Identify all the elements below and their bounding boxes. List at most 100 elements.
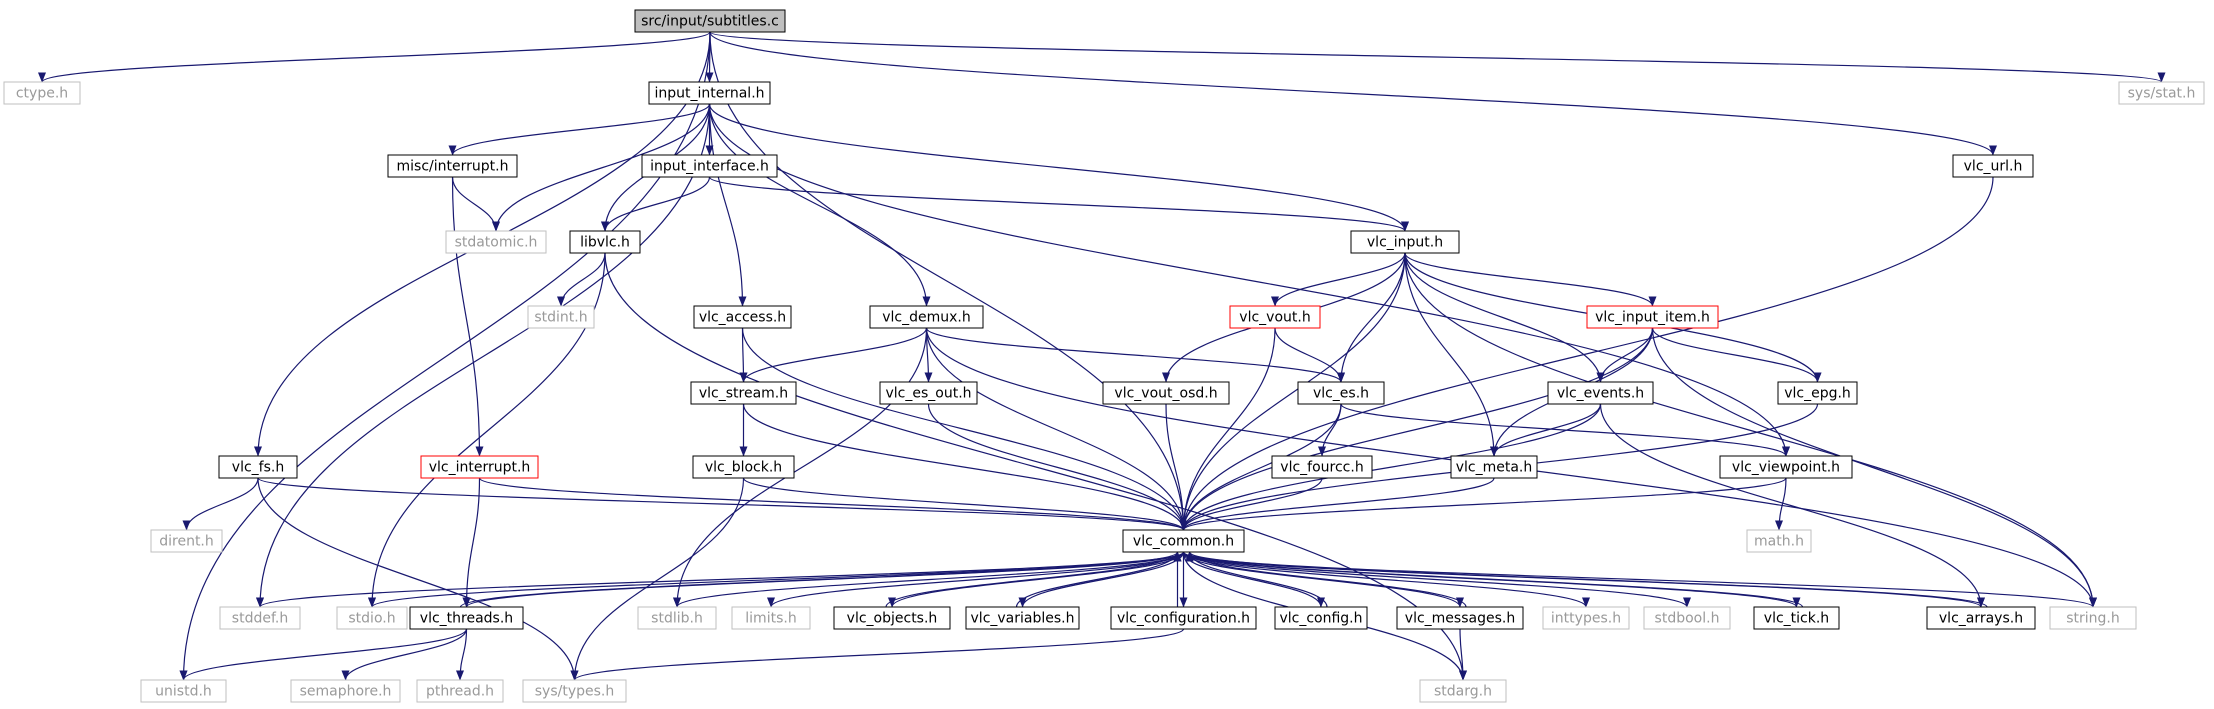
node-vlc-events[interactable]: vlc_events.h bbox=[1547, 381, 1654, 405]
node-vlc-config[interactable]: vlc_config.h bbox=[1274, 606, 1368, 630]
node-vlc-input[interactable]: vlc_input.h bbox=[1350, 230, 1460, 254]
node-stdbool[interactable]: stdbool.h bbox=[1643, 606, 1731, 630]
node-label: stdbool.h bbox=[1655, 611, 1720, 627]
edge-vlc_demux-to-vlc_common bbox=[925, 327, 1188, 531]
node-vlc-threads[interactable]: vlc_threads.h bbox=[409, 606, 524, 630]
node-vlc-demux[interactable]: vlc_demux.h bbox=[869, 305, 984, 329]
edge-subtitles-to-unistd bbox=[179, 31, 711, 681]
edge-vlc_meta-to-vlc_common bbox=[1179, 477, 1495, 531]
node-unistd[interactable]: unistd.h bbox=[140, 679, 227, 703]
edge-input_interface-to-vlc_input bbox=[708, 176, 1409, 232]
node-sys-types[interactable]: sys/types.h bbox=[522, 679, 627, 703]
node-box bbox=[150, 529, 223, 553]
node-box bbox=[1746, 529, 1812, 553]
node-stdio[interactable]: stdio.h bbox=[336, 606, 408, 630]
edge-vlc_common-to-stdlib bbox=[673, 551, 1185, 608]
edge-vlc_access-to-vlc_common bbox=[741, 327, 1188, 531]
edge-input_internal-to-vlc_demux bbox=[708, 103, 931, 307]
node-vlc-viewpoint[interactable]: vlc_viewpoint.h bbox=[1719, 455, 1853, 479]
edge-vlc_input-to-string bbox=[1404, 252, 2097, 608]
node-vlc-vout[interactable]: vlc_vout.h bbox=[1229, 305, 1321, 329]
edge-vlc_threads-to-semaphore bbox=[341, 628, 468, 681]
node-limits[interactable]: limits.h bbox=[731, 606, 811, 630]
edge-vlc_block-to-vlc_common bbox=[742, 477, 1188, 531]
node-vlc-es[interactable]: vlc_es.h bbox=[1297, 381, 1385, 405]
node-stdatomic[interactable]: stdatomic.h bbox=[445, 230, 547, 254]
node-vlc-block[interactable]: vlc_block.h bbox=[692, 455, 795, 479]
node-box bbox=[2118, 81, 2205, 105]
edge-vlc_url-to-vlc_common bbox=[1179, 176, 1994, 531]
node-box bbox=[869, 305, 984, 329]
node-label: vlc_es.h bbox=[1313, 386, 1369, 402]
node-stdlib[interactable]: stdlib.h bbox=[637, 606, 717, 630]
node-vlc-tick[interactable]: vlc_tick.h bbox=[1753, 606, 1840, 630]
edge-vlc_fs-to-dirent bbox=[182, 477, 259, 531]
node-box bbox=[693, 305, 792, 329]
node-label: inttypes.h bbox=[1551, 611, 1621, 627]
node-vlc-interrupt[interactable]: vlc_interrupt.h bbox=[420, 455, 539, 479]
node-libvlc[interactable]: libvlc.h bbox=[569, 230, 641, 254]
node-pthread[interactable]: pthread.h bbox=[416, 679, 504, 703]
node-box bbox=[965, 606, 1080, 630]
node-ctype[interactable]: ctype.h bbox=[3, 81, 81, 105]
edge-vlc_fourcc-to-vlc_common bbox=[1179, 477, 1323, 531]
edge-vlc_es-to-vlc_common bbox=[1179, 403, 1342, 531]
node-box bbox=[1419, 679, 1507, 703]
edge-vlc_vout-to-vlc_es bbox=[1274, 327, 1345, 383]
node-vlc-configuration[interactable]: vlc_configuration.h bbox=[1110, 606, 1257, 630]
node-box bbox=[1274, 606, 1368, 630]
node-inttypes[interactable]: inttypes.h bbox=[1542, 606, 1630, 630]
edge-vlc_common-to-stddef bbox=[256, 551, 1185, 608]
edge-vlc_viewpoint-to-math bbox=[1775, 477, 1787, 531]
node-misc-interrupt[interactable]: misc/interrupt.h bbox=[387, 154, 518, 178]
node-stddef[interactable]: stddef.h bbox=[219, 606, 301, 630]
node-vlc-messages[interactable]: vlc_messages.h bbox=[1396, 606, 1524, 630]
node-box bbox=[1122, 529, 1245, 553]
node-vlc-common[interactable]: vlc_common.h bbox=[1122, 529, 1245, 553]
node-math[interactable]: math.h bbox=[1746, 529, 1812, 553]
edge-vlc_config-to-vlc_common bbox=[1185, 551, 1328, 608]
node-stdarg[interactable]: stdarg.h bbox=[1419, 679, 1507, 703]
node-vlc-fourcc[interactable]: vlc_fourcc.h bbox=[1271, 455, 1373, 479]
edge-vlc_common-to-stdbool bbox=[1182, 551, 1691, 608]
node-box bbox=[690, 381, 797, 405]
node-vlc-access[interactable]: vlc_access.h bbox=[693, 305, 792, 329]
edge-vlc_events-to-vlc_common bbox=[1179, 403, 1602, 531]
node-subtitles[interactable]: src/input/subtitles.c bbox=[634, 9, 786, 33]
node-label: limits.h bbox=[745, 611, 796, 627]
node-vlc-fs[interactable]: vlc_fs.h bbox=[218, 455, 298, 479]
node-semaphore[interactable]: semaphore.h bbox=[290, 679, 401, 703]
node-sys-stat[interactable]: sys/stat.h bbox=[2118, 81, 2205, 105]
node-input-interface[interactable]: input_interface.h bbox=[641, 154, 778, 178]
node-vlc-url[interactable]: vlc_url.h bbox=[1952, 154, 2034, 178]
node-label: input_internal.h bbox=[654, 86, 764, 102]
node-label: vlc_meta.h bbox=[1456, 460, 1533, 476]
node-label: vlc_events.h bbox=[1557, 386, 1644, 402]
node-box bbox=[634, 9, 786, 33]
node-dirent[interactable]: dirent.h bbox=[150, 529, 223, 553]
edge-vlc_input_item-to-vlc_events bbox=[1596, 327, 1654, 383]
edge-subtitles-to-vlc_url bbox=[709, 31, 1997, 156]
node-vlc-objects[interactable]: vlc_objects.h bbox=[833, 606, 951, 630]
node-label: vlc_vout_osd.h bbox=[1114, 386, 1217, 402]
node-string[interactable]: string.h bbox=[2049, 606, 2137, 630]
edge-vlc_events-to-vlc_arrays bbox=[1599, 403, 1985, 608]
node-vlc-input-item[interactable]: vlc_input_item.h bbox=[1586, 305, 1719, 329]
node-label: dirent.h bbox=[159, 534, 214, 550]
node-vlc-variables[interactable]: vlc_variables.h bbox=[965, 606, 1080, 630]
edge-vlc_configuration-to-sys_types bbox=[570, 628, 1185, 681]
node-stdint[interactable]: stdint.h bbox=[527, 305, 595, 329]
node-vlc-vout-osd[interactable]: vlc_vout_osd.h bbox=[1102, 381, 1230, 405]
node-vlc-arrays[interactable]: vlc_arrays.h bbox=[1926, 606, 2036, 630]
node-label: stdio.h bbox=[348, 611, 395, 627]
node-label: vlc_input.h bbox=[1367, 235, 1443, 251]
node-vlc-epg[interactable]: vlc_epg.h bbox=[1777, 381, 1858, 405]
node-vlc-stream[interactable]: vlc_stream.h bbox=[690, 381, 797, 405]
node-label: vlc_arrays.h bbox=[1939, 611, 2023, 627]
node-vlc-es-out[interactable]: vlc_es_out.h bbox=[879, 381, 978, 405]
node-vlc-meta[interactable]: vlc_meta.h bbox=[1450, 455, 1538, 479]
node-label: vlc_objects.h bbox=[847, 611, 938, 627]
node-label: stdatomic.h bbox=[455, 235, 538, 251]
node-input-internal[interactable]: input_internal.h bbox=[648, 81, 771, 105]
